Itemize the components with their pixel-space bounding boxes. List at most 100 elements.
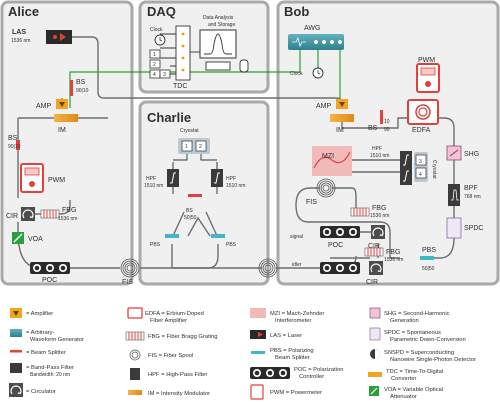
charlie-hpf-right-icon [210,168,224,188]
daq-tdc-label: TDC [173,83,187,90]
charlie-bs-label: BS [186,208,193,214]
bob-shg-label: SHG [464,151,479,158]
bob-poc-bottom-icon [320,262,360,274]
legend-poc: POC = Polarization [294,367,343,373]
legend-amp: = Amplifier [26,311,53,317]
legend-snspd-2: Nanowire Single-Photon Detector [390,357,476,363]
legend-poc-icon [250,367,290,379]
computer-monitor-icon [199,29,249,73]
charlie-bs-ratio: 50|50 [184,215,197,221]
legend-pwm: PWM = Powermeter [270,390,322,396]
bob-fbg-top-wl: 1536 nm [370,213,389,219]
charlie-hpf-left-wl: 1510 nm [144,183,163,189]
bob-fbg-top-icon [350,207,370,217]
legend-shg: SHG = Second-Harmonic [384,311,450,317]
charlie-pbs-right-label: PBS [226,242,237,248]
mzi-icon [312,146,352,176]
charlie-panel [138,100,270,286]
alice-bs-top-icon [70,80,73,96]
legend-fis-icon [129,349,141,361]
bob-fis-label: FIS [306,199,317,206]
alice-im-icon [54,114,78,122]
alice-bs-mid-ratio: 90|10 [8,144,21,150]
bob-bs-label: BS [368,125,378,132]
bob-im-icon [330,114,354,122]
legend-awg-2: Waveform Generator [30,337,84,343]
charlie-pbs-right-icon [211,234,225,238]
daq-title: DAQ [147,4,176,19]
legend-hpf-icon [130,368,140,380]
charlie-bs-icon [188,194,202,197]
alice-fbg-label: FBG [62,207,76,214]
fiber-bob-top [341,117,455,146]
alice-cir-label: CIR [6,213,18,220]
bob-hpf-wl: 1510 nm [370,153,389,159]
bob-ch-3: 3 [419,159,422,165]
alice-poc-icon [30,262,70,274]
bob-bs-ratio-top: 10 [384,119,390,125]
alice-title: Alice [8,4,39,19]
legend-voa-icon [369,386,379,396]
legend-spdc-2: Parametric Down-Conversion [390,337,466,343]
daq-ch-2: 2 [153,62,156,68]
daq-clock-label: Clock [150,27,163,33]
bob-cryostat-label: Cryostat [431,160,437,179]
bob-pbs-label: PBS [422,247,436,254]
bob-pbs-icon [420,256,434,260]
daq-clock-icon [154,34,166,46]
charlie-title: Charlie [147,110,191,125]
legend-spdc-icon [369,327,381,341]
legend-bpf-icon [10,363,22,373]
bob-pwm-label: PWM [418,57,435,64]
legend-awg: = Arbitrary- [26,330,55,336]
daq-analysis-line2: and Storage [208,22,235,28]
legend-edfa: EDFA = Erbium-Doped [145,311,204,317]
alice-bs-top-ratio: 90|10 [76,88,89,94]
alice-poc-label: POC [42,277,57,284]
legend-tdc-2: Converter [391,376,417,382]
bob-im-label: IM [336,127,344,134]
charlie-wires [173,154,217,161]
alice-amp-icon [56,99,68,109]
awg-icon [288,34,344,50]
legend-snspd-icon [370,349,380,359]
bob-cryostat-icon [414,152,428,182]
bob-edfa-label: EDFA [412,127,431,134]
legend-awg-icon [10,329,22,337]
charlie-cryostat-icon [178,138,210,154]
bob-pbs-ratio: 50|50 [422,266,435,272]
alice-fbg-icon [40,209,60,219]
bob-spdc-label: SPDC [464,225,483,232]
bob-hpf-bottom-icon [399,166,413,186]
fiber-bob-loop [295,187,400,259]
legend-snspd: SNSPD = Superconducting [384,350,454,356]
legend: = Amplifier = Arbitrary- Waveform Genera… [8,307,476,400]
fiber-alice-fbg [34,200,71,215]
legend-bpf-2: Bandwidth: 20 nm [30,372,70,378]
legend-mzi-icon [250,308,266,318]
legend-las-icon [250,330,266,339]
bob-poc-top-icon [320,226,360,238]
legend-edfa-icon [127,307,143,319]
bob-fbg-top-label: FBG [372,205,386,212]
alice-fis-label: FIS [122,279,133,286]
alice-pwm-icon [20,163,44,193]
charlie-pbs-left-label: PBS [150,242,161,248]
alice-bs-mid-icon [16,140,20,150]
legend-voa: VOA = Variable Optical [384,387,443,393]
alice-pwm-label: PWM [48,177,65,184]
charlie-hpf-left-label: HPF [146,176,156,182]
laser-icon [46,30,72,44]
bob-cir-bottom-label: CIR [366,279,378,286]
bob-bs-ratio-bottom: 90 [384,127,390,133]
bob-bpf-wl: 768 nm [464,194,481,200]
bob-ch-4: 4 [419,172,422,178]
legend-poc-2: Controller [299,374,324,380]
alice-fbg-wl: 1536 nm [58,216,77,222]
legend-fbg: FBG = Fiber Bragg Grating [148,334,217,340]
legend-amp-icon [10,308,22,318]
edfa-icon [407,99,439,125]
legend-cir-icon [8,382,24,398]
bob-amp-label: AMP [316,103,332,110]
